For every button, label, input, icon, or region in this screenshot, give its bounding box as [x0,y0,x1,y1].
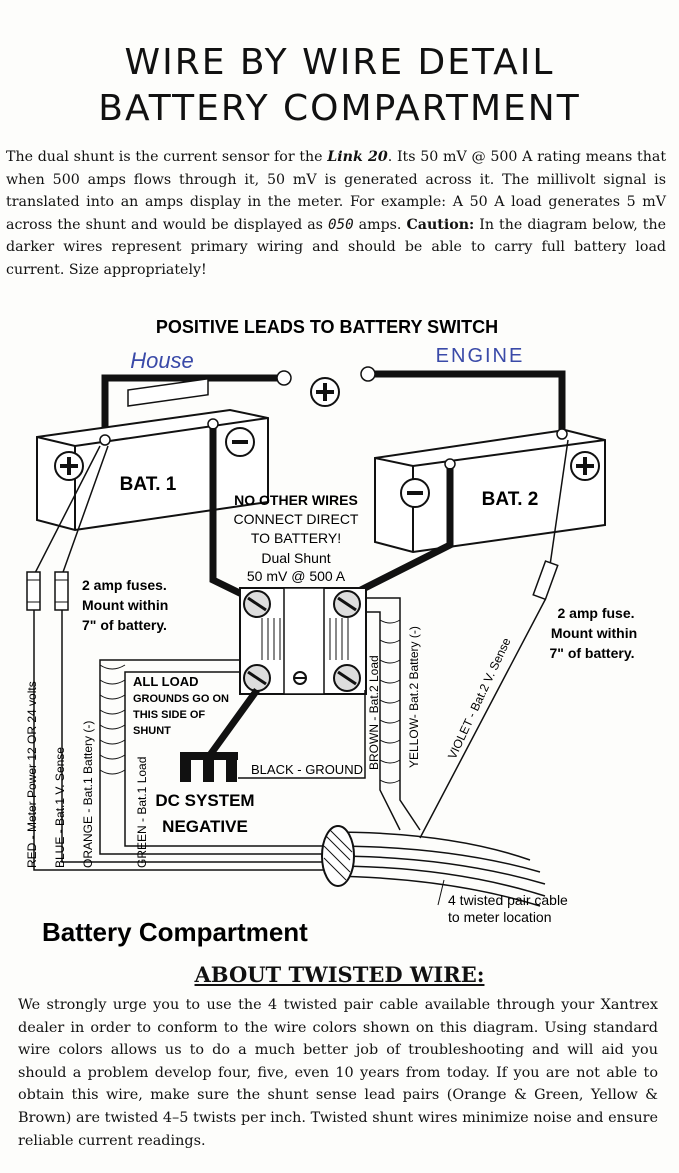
violet-wire-label: VIOLET - Bat.2 V. Sense [445,635,514,761]
twisted-wire-heading: ABOUT TWISTED WIRE: [194,962,485,987]
display-value: 050 [328,216,354,233]
bat2-twisted-pair [379,619,401,784]
positive-lead-house [101,370,292,438]
intro-text: . Its 50 mV @ 500 A rating means that wh… [6,149,667,233]
intro-text: The dual shunt is the current sensor for… [6,149,328,165]
grounds-go-on-label: GROUNDS GO ON [133,693,229,705]
dual-shunt [239,587,367,695]
no-other-wires-label: NO OTHER WIRES [234,492,358,508]
shunt-rating-label: 50 mV @ 500 A [247,568,346,584]
this-side-of-label: THIS SIDE OF [133,709,205,721]
dc-system-label: DC SYSTEM [155,791,254,810]
black-ground-label: BLACK - GROUND [251,762,363,777]
product-name: Link 20 [327,149,388,165]
bat2-fuse [532,560,559,601]
dc-system-negative-bus [180,752,238,782]
page-title-line-1: WIRE BY WIRE DETAIL [124,42,555,83]
positive-lead-engine [360,366,566,430]
intro-text: In the diagram below, the darker wires r… [6,216,667,278]
fuse-label-2: Mount within [551,625,637,641]
dual-shunt-label: Dual Shunt [261,550,330,566]
blue-wire-label: BLUE - Bat.1 V. Sense [53,747,67,868]
intro-paragraph: The dual shunt is the current sensor for… [6,146,666,281]
positive-leads-label: POSITIVE LEADS TO BATTERY SWITCH [156,317,498,337]
bat1-positive-post [99,434,111,446]
fuses-label-3: 7" of battery. [82,617,167,633]
negative-label: NEGATIVE [162,817,248,836]
connect-direct-label: CONNECT DIRECT [234,511,359,527]
house-label: House [130,348,194,373]
cable-label-1: 4 twisted pair cable [448,892,568,908]
bat1-negative-post [207,418,219,430]
bat2-negative-post [444,458,456,470]
all-load-label: ALL LOAD [133,674,198,689]
shunt-label: SHUNT [133,725,171,737]
black-ground-wire [238,690,366,779]
intro-text: amps. [353,216,407,233]
cable-label-2: to meter location [448,909,552,925]
orange-wire-label: ORANGE - Bat.1 Battery (-) [81,721,95,868]
bat1-twisted-pair [99,664,126,775]
bat2-negative-lead [343,468,454,602]
yellow-wire-label: YELLOW- Bat.2 Battery (-) [407,626,421,768]
fuse-label-3: 7" of battery. [550,645,635,661]
battery-1-label: BAT. 1 [120,474,177,495]
dc-negative-lead [207,687,260,758]
engine-label: ENGINE [436,345,525,367]
battery-switch-positive-symbol [310,377,340,407]
fuse-label-1: 2 amp fuse. [557,605,634,621]
bat1-sense-wires [33,445,330,871]
twisted-pair-cable [321,825,546,907]
red-wire-label: RED - Meter Power 12 OR 24 volts [25,681,39,868]
caution-label: Caution: [406,216,475,233]
bat2-sense-wires [366,439,569,839]
fuses-label-1: 2 amp fuses. [82,577,167,593]
page-title-line-2: BATTERY COMPARTMENT [98,88,581,129]
battery-compartment-label: Battery Compartment [42,917,308,947]
twisted-wire-paragraph: We strongly urge you to use the 4 twiste… [18,997,658,1149]
bat1-fuses [26,571,69,611]
cable-pointer [437,879,445,906]
to-battery-label: TO BATTERY! [251,530,341,546]
green-wire-label: GREEN - Bat.1 Load [135,757,149,868]
battery-2-label: BAT. 2 [482,489,539,510]
battery-2: BAT. 2 [374,428,606,554]
brown-wire-label: BROWN - Bat.2 Load [367,655,381,770]
fuses-label-2: Mount within [82,597,168,613]
bat2-positive-post [556,428,568,440]
